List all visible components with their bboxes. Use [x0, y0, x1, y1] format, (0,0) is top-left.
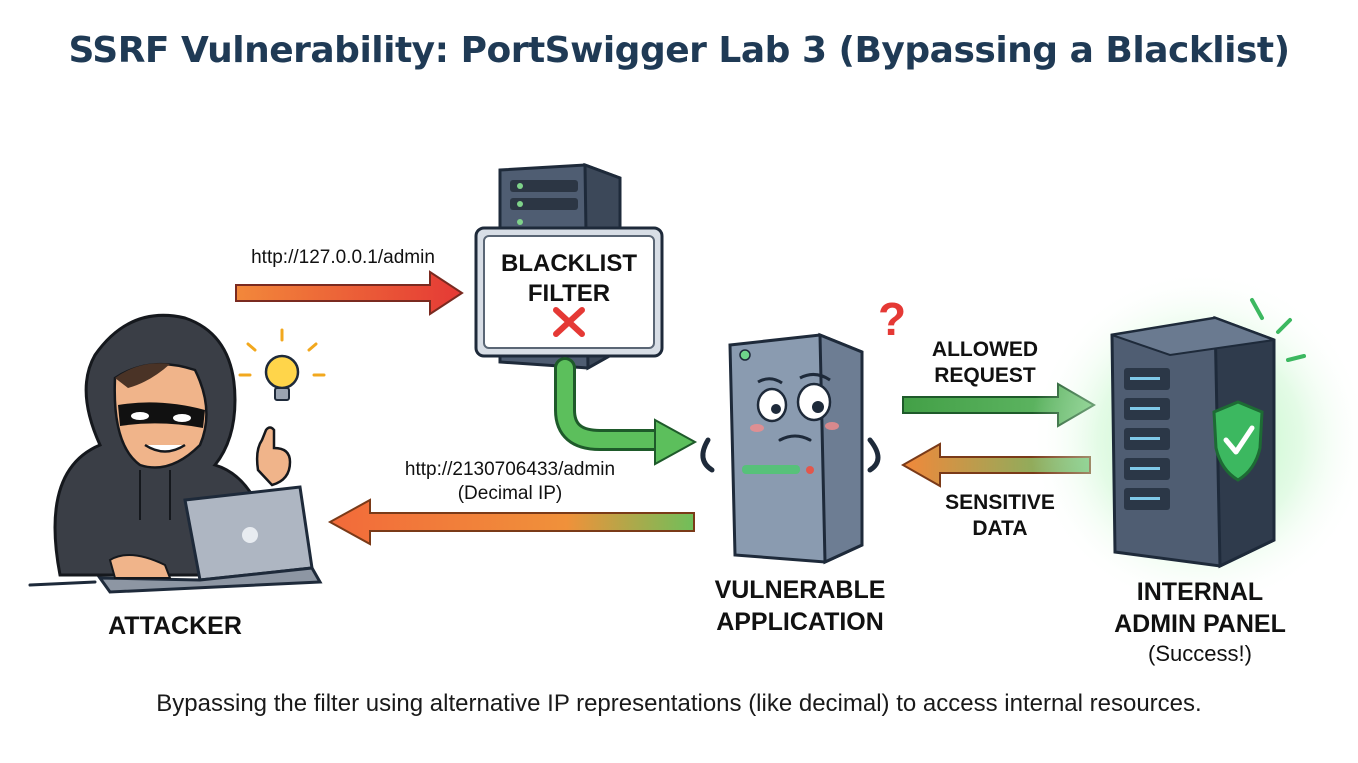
shield-check-icon [1212, 400, 1264, 482]
blocked-x-icon [553, 307, 585, 337]
laptop-icon [97, 485, 323, 594]
allowed-request-label: ALLOWED REQUEST [905, 337, 1065, 389]
admin-server-icon [1110, 298, 1306, 569]
sensitive-data-label-line2: DATA [972, 517, 1028, 540]
sensitive-data-label-line1: SENSITIVE [945, 491, 1055, 514]
decimal-request-label-line2: (Decimal IP) [457, 483, 563, 504]
svg-text:?: ? [878, 293, 906, 345]
diagram-title: SSRF Vulnerability: PortSwigger Lab 3 (B… [68, 30, 1290, 71]
admin-label-line3: (Success!) [1148, 641, 1252, 666]
admin-label-line1: INTERNAL [1136, 578, 1264, 606]
blocked-request-label: http://127.0.0.1/admin [251, 247, 435, 268]
allowed-request-label-line2: REQUEST [934, 364, 1036, 387]
diagram-caption: Bypassing the filter using alternative I… [156, 690, 1202, 717]
filter-label-line1: BLACKLIST [501, 250, 637, 277]
decimal-request-arrow [327, 498, 695, 546]
app-label-line2: APPLICATION [716, 608, 884, 636]
attacker-label: ATTACKER [108, 612, 242, 640]
decimal-request-label: http://2130706433/admin (Decimal IP) [360, 458, 660, 506]
allowed-request-label-line1: ALLOWED [931, 338, 1039, 361]
lightbulb-icon [238, 328, 326, 401]
admin-label-line2: ADMIN PANEL [1114, 610, 1286, 638]
filter-label-line2: FILTER [527, 280, 611, 307]
filter-label: BLACKLIST FILTER [484, 249, 654, 309]
app-server-icon [700, 332, 881, 565]
decimal-request-label-line1: http://2130706433/admin [404, 459, 616, 480]
pointing-hand-icon [255, 426, 292, 487]
sensitive-data-label: SENSITIVE DATA [915, 490, 1085, 542]
app-label: VULNERABLE APPLICATION [700, 574, 900, 638]
question-mark-icon: ? [878, 293, 906, 345]
filter-server-icon [474, 162, 664, 371]
floor-line [28, 580, 97, 587]
admin-label: INTERNAL ADMIN PANEL (Success!) [1100, 576, 1300, 668]
app-face-icon [750, 373, 839, 442]
app-label-line1: VULNERABLE [714, 576, 886, 604]
blocked-request-arrow [235, 270, 464, 316]
bypass-curve-arrow [554, 357, 698, 466]
